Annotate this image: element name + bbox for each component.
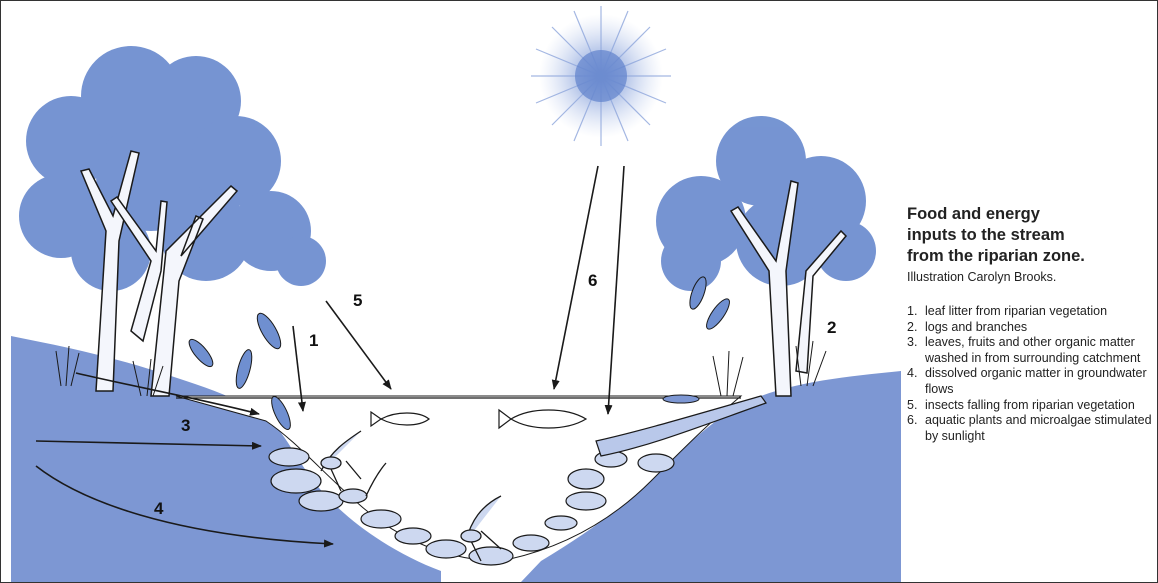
caption-title-line: Food and energy bbox=[907, 204, 1157, 225]
label-5: 5 bbox=[353, 291, 362, 310]
legend-item: 4.dissolved organic matter in groundwate… bbox=[907, 366, 1157, 397]
legend-item: 2.logs and branches bbox=[907, 320, 1157, 336]
sun bbox=[531, 6, 671, 146]
legend-text: leaves, fruits and other organic matter … bbox=[925, 335, 1153, 366]
legend-number: 4. bbox=[907, 366, 925, 397]
caption-title-line: inputs to the stream bbox=[907, 225, 1157, 246]
legend-item: 3.leaves, fruits and other organic matte… bbox=[907, 335, 1157, 366]
caption-credit: Illustration Carolyn Brooks. bbox=[907, 269, 1157, 285]
legend-item: 1.leaf litter from riparian vegetation bbox=[907, 304, 1157, 320]
floating-stick bbox=[663, 395, 699, 403]
legend-number: 5. bbox=[907, 398, 925, 414]
label-6: 6 bbox=[588, 271, 597, 290]
riparian-illustration: 1 2 3 4 5 6 bbox=[1, 1, 901, 582]
legend-text: dissolved organic matter in groundwater … bbox=[925, 366, 1153, 397]
label-3: 3 bbox=[181, 416, 190, 435]
legend-text: insects falling from riparian vegetation bbox=[925, 398, 1153, 414]
caption-title-line: from the riparian zone. bbox=[907, 246, 1157, 267]
label-4: 4 bbox=[154, 499, 164, 518]
arrow-6b bbox=[608, 166, 624, 414]
label-1: 1 bbox=[309, 331, 318, 350]
legend-list: 1.leaf litter from riparian vegetation 2… bbox=[907, 304, 1157, 444]
legend-item: 6.aquatic plants and microalgae stimulat… bbox=[907, 413, 1157, 444]
arrow-5 bbox=[326, 301, 391, 389]
caption-title: Food and energy inputs to the stream fro… bbox=[907, 204, 1157, 267]
right-tree bbox=[656, 116, 876, 396]
legend-item: 5.insects falling from riparian vegetati… bbox=[907, 398, 1157, 414]
legend-text: logs and branches bbox=[925, 320, 1153, 336]
legend-number: 2. bbox=[907, 320, 925, 336]
legend-text: leaf litter from riparian vegetation bbox=[925, 304, 1153, 320]
label-2: 2 bbox=[827, 318, 836, 337]
legend-number: 6. bbox=[907, 413, 925, 444]
legend-number: 3. bbox=[907, 335, 925, 366]
legend-number: 1. bbox=[907, 304, 925, 320]
legend-text: aquatic plants and microalgae stimulated… bbox=[925, 413, 1153, 444]
figure-caption: Food and energy inputs to the stream fro… bbox=[907, 204, 1157, 444]
